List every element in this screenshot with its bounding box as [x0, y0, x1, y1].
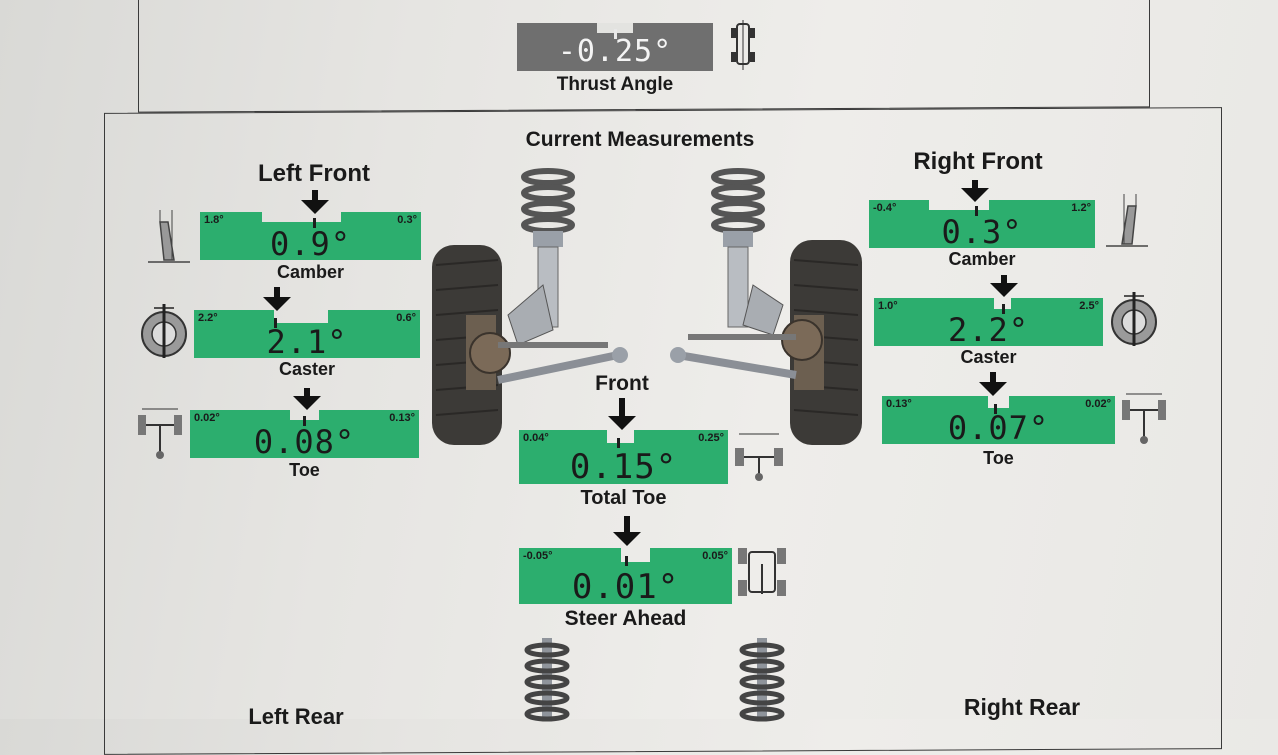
camber-icon: [148, 210, 190, 263]
right-front-title: Right Front: [913, 148, 1043, 175]
left-suspension-image: [432, 168, 628, 445]
left-front-caster-label: Caster: [278, 359, 336, 379]
left-front-camber-value: 0.9°: [269, 225, 352, 263]
thrust-angle-gauge: -0.25°: [517, 23, 713, 71]
front-title: Front: [595, 372, 649, 395]
left-rear-title: Left Rear: [248, 704, 344, 729]
section-title: Current Measurements: [525, 128, 755, 151]
right-rear-title: Right Rear: [963, 694, 1081, 720]
right-suspension-image: [670, 168, 862, 445]
left-front-caster-value: 2.1°: [266, 323, 348, 361]
thrust-angle-label: Thrust Angle: [556, 74, 674, 95]
caster-icon: [141, 304, 187, 358]
right-front-caster-label: Caster: [960, 347, 1017, 367]
car-top-icon: [731, 20, 755, 70]
total-toe-icon: [735, 433, 783, 481]
total-toe-label: Total Toe: [580, 487, 667, 509]
steer-ahead-label: Steer Ahead: [564, 607, 687, 630]
caster-icon: [1111, 292, 1157, 346]
left-front-caster-gauge: 2.2° 0.6° 2.1°: [194, 310, 420, 361]
left-front-camber-gauge: 1.8° 0.3° 0.9°: [200, 212, 421, 263]
rear-right-spring-image: [739, 638, 785, 722]
left-front-toe-gauge: 0.02° 0.13° 0.08°: [190, 410, 419, 461]
thrust-angle-value: -0.25°: [557, 34, 673, 69]
camber-icon: [1106, 194, 1148, 247]
right-front-camber-gauge: -0.4° 1.2° 0.3°: [869, 200, 1095, 251]
rear-left-spring-image: [524, 638, 570, 722]
right-front-toe-label: Toe: [983, 448, 1014, 468]
left-front-title: Left Front: [258, 160, 370, 187]
right-front-camber-value: 0.3°: [941, 213, 1023, 251]
right-front-caster-value: 2.2°: [947, 311, 1030, 349]
right-front-toe-gauge: 0.13° 0.02° 0.07°: [882, 396, 1115, 447]
left-front-toe-label: Toe: [289, 460, 320, 480]
left-front-camber-label: Camber: [276, 262, 345, 282]
right-front-caster-gauge: 1.0° 2.5° 2.2°: [874, 298, 1103, 349]
right-front-camber-label: Camber: [948, 249, 1016, 269]
total-toe-value: 0.15°: [569, 447, 678, 487]
toe-icon: [138, 408, 182, 459]
steer-ahead-icon: [738, 548, 786, 596]
left-front-toe-value: 0.08°: [253, 423, 356, 461]
total-toe-gauge: 0.04° 0.25° 0.15°: [519, 430, 728, 487]
right-front-toe-value: 0.07°: [947, 409, 1050, 447]
toe-icon: [1122, 393, 1166, 444]
steer-ahead-gauge: -0.05° 0.05° 0.01°: [519, 548, 732, 607]
steer-ahead-value: 0.01°: [571, 567, 680, 607]
